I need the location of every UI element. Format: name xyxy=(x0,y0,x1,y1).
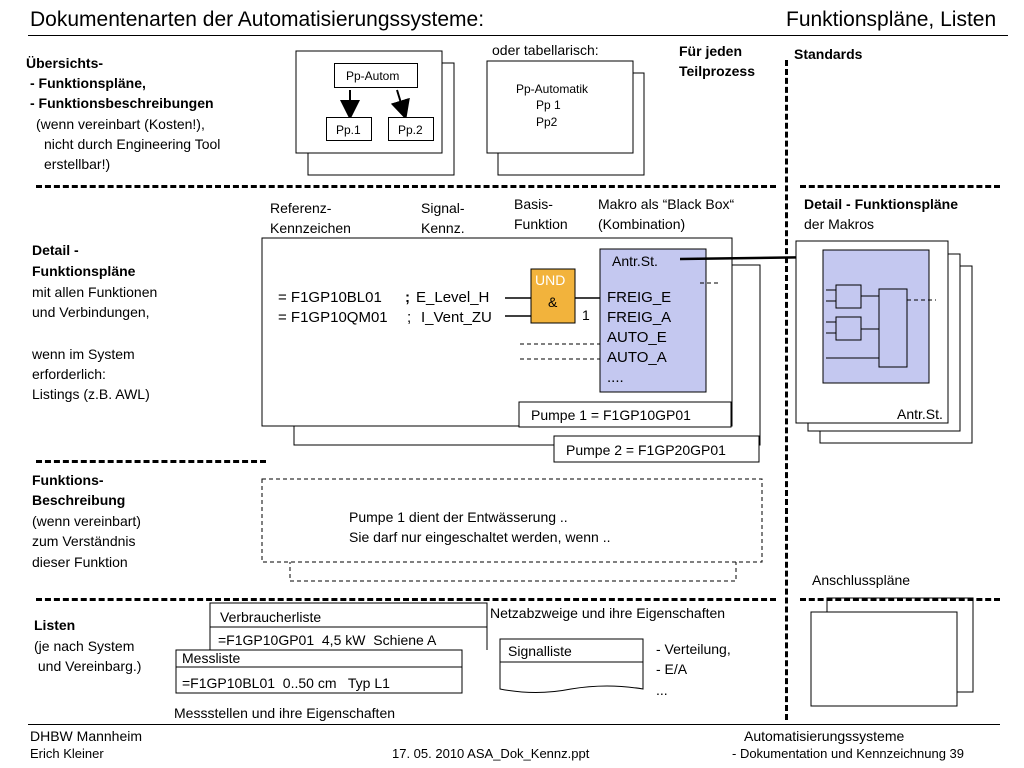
overview-note-3: erstellbar!) xyxy=(44,156,111,172)
row1-ref: = F1GP10BL01 xyxy=(278,289,382,306)
col-signal-2: Kennz. xyxy=(421,220,465,236)
signal-list-label: Signalliste xyxy=(508,643,572,659)
description-text-2: Sie darf nur eingeschaltet werden, wenn … xyxy=(349,529,611,545)
divider-2 xyxy=(36,460,266,463)
tree-child-2-box: Pp.2 xyxy=(388,117,434,141)
description-heading-1: Funktions- xyxy=(32,472,104,488)
tree-child-1-box: Pp.1 xyxy=(326,117,372,141)
footer-course: Automatisierungssysteme xyxy=(744,728,905,744)
row1-signal: E_Level_H xyxy=(416,289,490,306)
row2-separator: ; xyxy=(407,309,412,326)
tree-child-1-label: Pp.1 xyxy=(336,123,361,137)
gate-output-label: 1 xyxy=(582,307,590,323)
macro-signal-4: AUTO_A xyxy=(607,349,667,366)
tabular-line-2: Pp 1 xyxy=(536,98,561,112)
col-ref-2: Kennzeichen xyxy=(270,220,351,236)
col-ref-1: Referenz- xyxy=(270,200,332,216)
divider-1-right xyxy=(800,185,1000,188)
tabular-line-1: Pp-Automatik xyxy=(516,82,589,96)
footer-author: Erich Kleiner xyxy=(30,746,104,761)
divider-1 xyxy=(36,185,776,188)
macro-title: Antr.St. xyxy=(612,253,658,269)
col-macro-1: Makro als “Black Box“ xyxy=(598,196,735,212)
connection-plans-label: Anschlusspläne xyxy=(812,572,911,588)
gate-symbol: & xyxy=(548,294,558,310)
tree-root-label: Pp-Autom xyxy=(346,69,400,83)
detail-line-4: wenn im System xyxy=(32,346,135,362)
tabular-line-3: Pp2 xyxy=(536,115,558,129)
measure-caption: Messstellen und ihre Eigenschaften xyxy=(174,705,396,721)
measure-list-title: Messliste xyxy=(182,650,241,666)
macro-signal-3: AUTO_E xyxy=(607,329,667,346)
macro-signal-2: FREIG_A xyxy=(607,309,672,326)
description-line-2: zum Verständnis xyxy=(32,533,136,549)
pump-1-label: Pumpe 1 = F1GP10GP01 xyxy=(531,407,691,423)
lists-line-2: und Vereinbarg.) xyxy=(34,658,142,674)
col-macro-2: (Kombination) xyxy=(598,216,686,232)
per-process-line-1: Für jeden xyxy=(679,43,743,59)
detail-line-6: Listings (z.B. AWL) xyxy=(32,386,150,402)
network-item-3: ... xyxy=(656,682,668,698)
lists-line-1: (je nach System xyxy=(34,638,135,654)
overview-item-2: - Funktionsbeschreibungen xyxy=(30,95,214,111)
overview-note-1: (wenn vereinbart (Kosten!), xyxy=(36,116,205,132)
measure-list-row: =F1GP10BL01 0..50 cm Typ L1 xyxy=(182,675,390,691)
network-item-2: - E/A xyxy=(656,661,688,677)
row2-ref: = F1GP10QM01 xyxy=(278,309,388,326)
row2-signal: I_Vent_ZU xyxy=(421,309,492,326)
col-basis-2: Funktion xyxy=(514,216,568,232)
header-rule xyxy=(28,35,1008,36)
col-signal-1: Signal- xyxy=(421,200,465,216)
macro-signal-5: .... xyxy=(607,369,624,386)
description-line-3: dieser Funktion xyxy=(32,554,128,570)
footer-rule xyxy=(28,724,1000,725)
vertical-divider xyxy=(785,60,788,720)
description-heading-2: Beschreibung xyxy=(32,492,126,508)
consumer-list-title: Verbraucherliste xyxy=(220,609,322,625)
per-process-line-2: Teilprozess xyxy=(679,63,755,79)
macro-detail-sub: der Makros xyxy=(804,216,875,232)
macro-detail-label: Antr.St. xyxy=(897,406,943,422)
footer-institution: DHBW Mannheim xyxy=(30,728,143,744)
macro-signal-1: FREIG_E xyxy=(607,289,672,306)
description-text-1: Pumpe 1 dient der Entwässerung .. xyxy=(349,509,568,525)
slide-title: Dokumentenarten der Automatisierungssyst… xyxy=(30,8,485,31)
description-line-1: (wenn vereinbart) xyxy=(32,513,141,529)
detail-heading-1: Detail - xyxy=(32,242,79,258)
tabular-label: oder tabellarisch: xyxy=(492,42,599,58)
macro-detail-heading: Detail - Funktionspläne xyxy=(804,196,959,212)
standards-label: Standards xyxy=(794,46,863,62)
network-item-1: - Verteilung, xyxy=(656,641,731,657)
overview-heading: Übersichts- xyxy=(26,55,104,71)
consumer-list-row: =F1GP10GP01 4,5 kW Schiene A xyxy=(218,632,437,648)
divider-3-right xyxy=(800,598,1000,601)
col-basis-1: Basis- xyxy=(514,196,553,212)
divider-3 xyxy=(36,598,776,601)
detail-line-5: erforderlich: xyxy=(32,366,106,382)
detail-line-1: mit allen Funktionen xyxy=(32,284,158,300)
overview-note-2: nicht durch Engineering Tool xyxy=(44,136,221,152)
footer-date-file: 17. 05. 2010 ASA_Dok_Kennz.ppt xyxy=(392,746,590,761)
slide-subtitle: Funktionspläne, Listen xyxy=(786,8,997,31)
overview-item-1: - Funktionspläne, xyxy=(30,75,146,91)
lists-heading: Listen xyxy=(34,617,76,633)
tree-child-2-label: Pp.2 xyxy=(398,123,423,137)
detail-heading-2: Funktionspläne xyxy=(32,263,136,279)
tree-root-box: Pp-Autom xyxy=(334,63,418,88)
pump-2-label: Pumpe 2 = F1GP20GP01 xyxy=(566,442,726,458)
row1-separator: ; xyxy=(405,289,410,306)
gate-label: UND xyxy=(535,272,566,288)
detail-line-2: und Verbindungen, xyxy=(32,304,150,320)
network-caption: Netzabzweige und ihre Eigenschaften xyxy=(490,605,726,621)
footer-chapter-page: - Dokumentation und Kennzeichnung 39 xyxy=(732,746,964,761)
